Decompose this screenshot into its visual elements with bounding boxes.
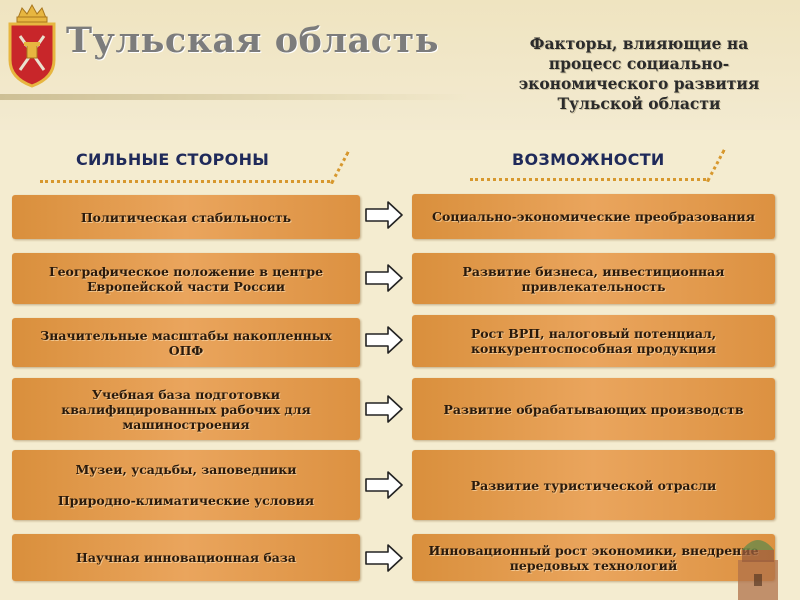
- strength-text: Значительные масштабы накопленных ОПФ: [40, 327, 332, 358]
- strength-text: квалифицированных рабочих для: [61, 401, 311, 417]
- strength-text: Европейской части России: [87, 278, 285, 294]
- opportunity-text: Инновационный рост экономики, внедрение: [428, 542, 759, 558]
- opportunity-box: Развитие бизнеса, инвестиционная привлек…: [412, 253, 775, 304]
- strength-box: Значительные масштабы накопленных ОПФ: [12, 318, 360, 367]
- strength-text: Музеи, усадьбы, заповедники: [75, 462, 297, 477]
- strengths-underline-tick: [330, 151, 350, 185]
- opportunities-underline-tick: [706, 149, 726, 183]
- opportunity-text: Рост ВРП, налоговый потенциал,: [470, 326, 717, 341]
- strength-box: Политическая стабильность: [12, 195, 360, 239]
- strength-box: Музеи, усадьбы, заповедники Природно-кли…: [12, 450, 360, 520]
- right-arrow-icon: [365, 201, 403, 229]
- opportunities-underline: [470, 174, 706, 181]
- opportunity-text: Развитие туристической отрасли: [470, 477, 717, 493]
- opportunity-box: Социально-экономические преобразования: [412, 194, 775, 239]
- opportunity-text: привлекательность: [521, 278, 666, 294]
- opportunity-text: Развитие бизнеса, инвестиционная: [462, 263, 725, 279]
- strength-text: Географическое положение в центре: [48, 263, 324, 279]
- opportunity-box: Инновационный рост экономики, внедрение …: [412, 534, 775, 581]
- tula-coat-of-arms-icon: [8, 3, 56, 88]
- opportunity-text: передовых технологий: [509, 557, 678, 573]
- strength-box: Научная инновационная база: [12, 534, 360, 581]
- slide-title-line: процесс социально-: [548, 54, 730, 73]
- opportunity-box: Рост ВРП, налоговый потенциал, конкурент…: [412, 315, 775, 367]
- slide-title-line: Тульской области: [557, 94, 721, 113]
- strengths-heading: СИЛЬНЫЕ СТОРОНЫ: [76, 150, 270, 169]
- right-arrow-icon: [365, 326, 403, 354]
- strength-text: машиностроения: [122, 416, 250, 432]
- strength-text: Учебная база подготовки: [91, 386, 281, 402]
- right-arrow-icon: [365, 544, 403, 572]
- strength-text: Политическая стабильность: [80, 209, 292, 225]
- strength-box: Учебная база подготовки квалифицированны…: [12, 378, 360, 440]
- slide-title-line: Факторы, влияющие на: [529, 34, 749, 53]
- opportunity-text: Развитие обрабатывающих производств: [443, 401, 744, 417]
- opportunity-box: Развитие обрабатывающих производств: [412, 378, 775, 440]
- strength-text: Научная инновационная база: [76, 550, 296, 565]
- kremlin-tower-icon: [738, 540, 778, 600]
- opportunity-text: Социально-экономические преобразования: [432, 209, 755, 224]
- right-arrow-icon: [365, 264, 403, 292]
- opportunity-text: конкурентоспособная продукция: [470, 341, 716, 356]
- opportunities-heading: ВОЗМОЖНОСТИ: [512, 150, 665, 169]
- region-title: Тульская область: [66, 20, 439, 61]
- strength-text: Природно-климатические условия: [57, 493, 315, 508]
- right-arrow-icon: [365, 471, 403, 499]
- right-arrow-icon: [365, 395, 403, 423]
- opportunity-box: Развитие туристической отрасли: [412, 450, 775, 520]
- strengths-underline: [40, 176, 330, 183]
- slide-title-line: экономического развития: [518, 74, 760, 93]
- header-divider: [0, 94, 470, 100]
- header-band: [0, 0, 800, 130]
- strength-box: Географическое положение в центре Европе…: [12, 253, 360, 304]
- slide-title: Факторы, влияющие на процесс социально- …: [486, 34, 792, 114]
